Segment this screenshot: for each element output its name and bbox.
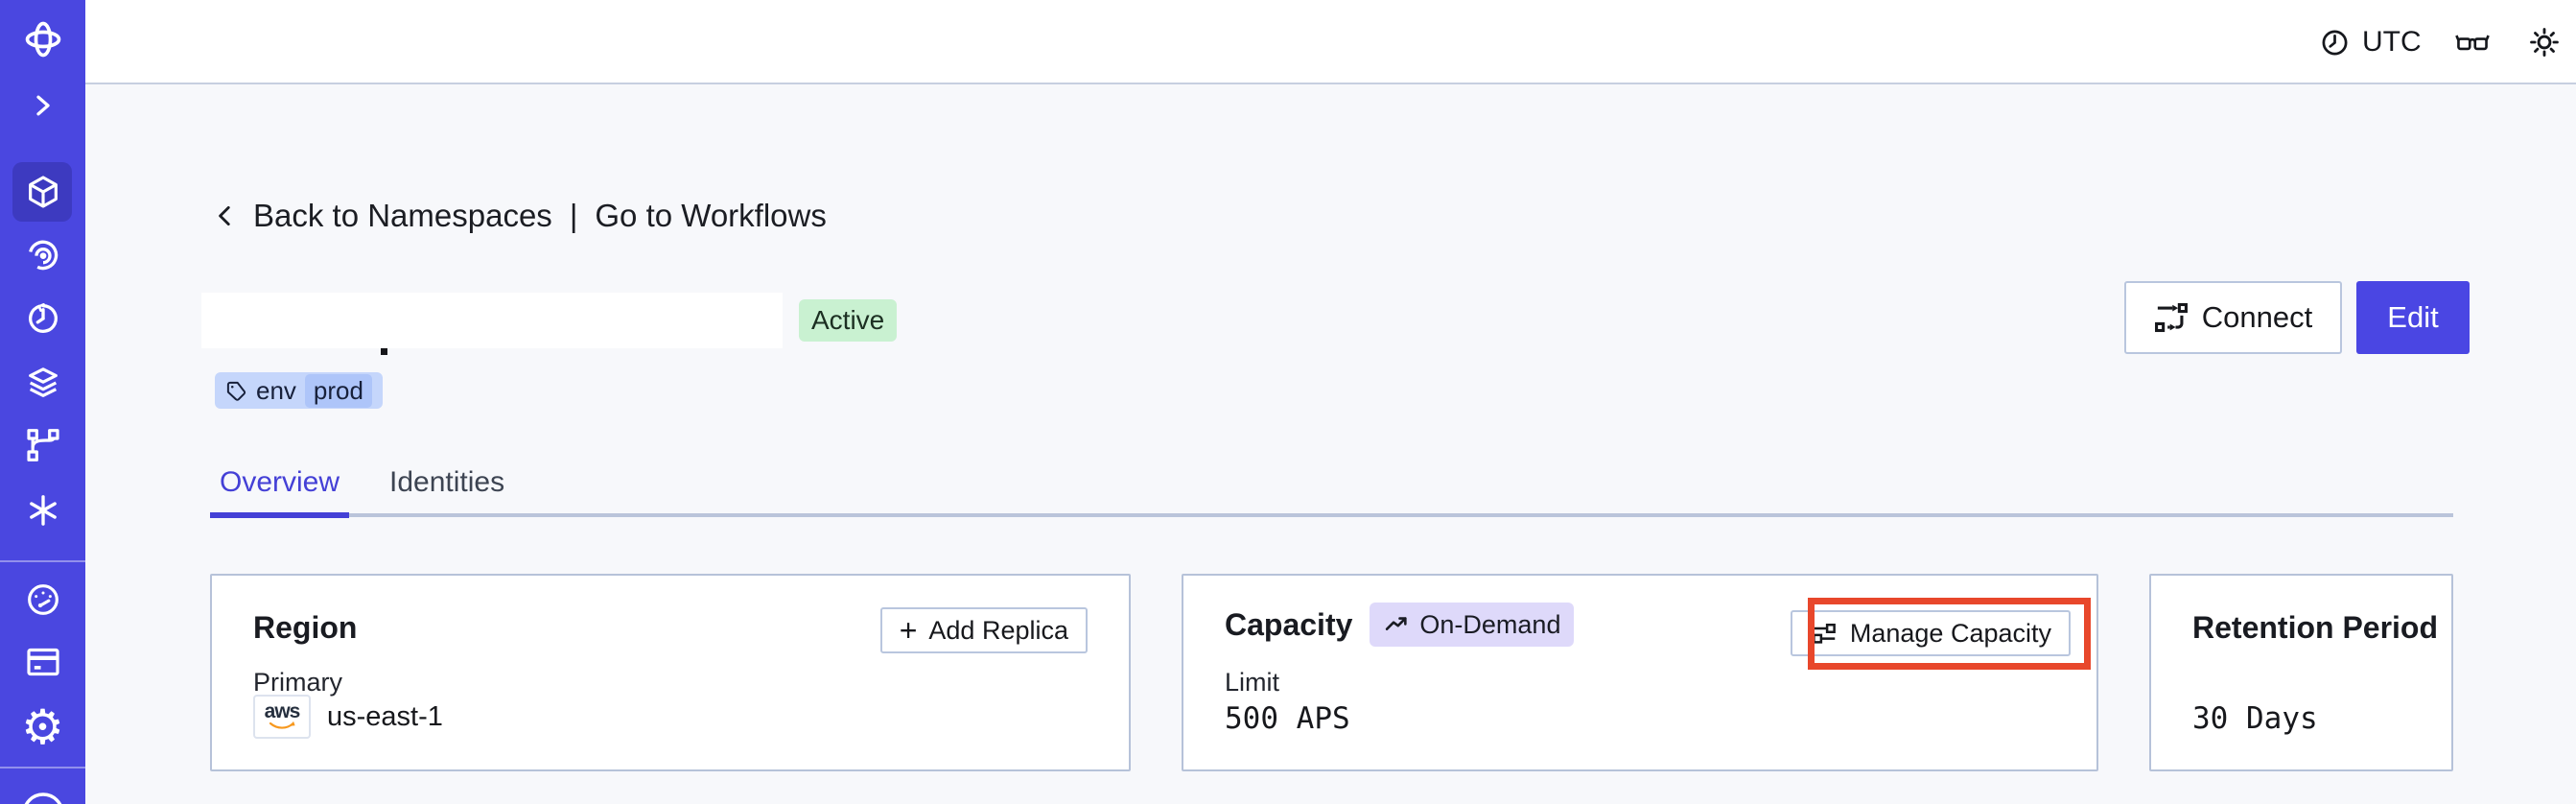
region-primary-label: Primary <box>253 668 342 697</box>
capacity-card-title: Capacity <box>1225 606 1353 642</box>
add-replica-button[interactable]: + Add Replica <box>879 607 1088 653</box>
trend-up-icon <box>1386 617 1408 630</box>
plus-icon: + <box>899 613 918 648</box>
aws-smile-icon <box>269 721 295 729</box>
sidebar-item-usage[interactable] <box>0 580 85 619</box>
manage-capacity-label: Manage Capacity <box>1849 618 2051 648</box>
status-badge: Active <box>799 299 898 342</box>
retention-card: Retention Period 30 Days <box>2149 574 2453 771</box>
retention-value: 30 Days <box>2192 701 2318 736</box>
edit-button-label: Edit <box>2387 300 2439 334</box>
manage-capacity-button[interactable]: Manage Capacity <box>1790 610 2071 656</box>
glasses-icon <box>2455 35 2490 51</box>
capacity-value: 500 APS <box>1225 701 1350 736</box>
namespace-tag[interactable]: env prod <box>215 372 383 409</box>
sidebar-item-branch[interactable] <box>0 426 85 464</box>
connect-flow-icon <box>2154 302 2188 333</box>
breadcrumb: Back to Namespaces | Go to Workflows <box>213 192 827 240</box>
sidebar-item-settings[interactable]: ⚙ <box>0 703 85 751</box>
on-demand-label: On-Demand <box>1419 609 1561 639</box>
gear-icon: ⚙ <box>21 699 64 755</box>
region-value-row: aws us-east-1 <box>253 695 443 739</box>
tab-overview[interactable]: Overview <box>210 461 350 518</box>
sidebar-item-namespaces[interactable] <box>0 173 85 211</box>
tag-key: env <box>256 375 296 405</box>
data-converter-button[interactable] <box>2449 19 2495 65</box>
sliders-icon <box>1813 624 1836 644</box>
sidebar-item-nexus[interactable] <box>0 235 85 273</box>
sun-icon <box>2530 28 2559 57</box>
clock-icon <box>2322 30 2348 55</box>
sidebar-item-layers[interactable] <box>0 364 85 402</box>
region-card: Region + Add Replica Primary aws us-east… <box>210 574 1131 771</box>
retention-card-title: Retention Period <box>2192 610 2439 645</box>
topbar: UTC <box>85 0 2576 84</box>
redaction-artifact <box>381 348 387 355</box>
timezone-label: UTC <box>2362 26 2422 58</box>
sidebar-divider <box>0 767 85 769</box>
back-chevron-icon[interactable] <box>213 200 238 232</box>
capacity-limit-label: Limit <box>1225 668 1280 697</box>
timezone-selector[interactable]: UTC <box>2320 21 2422 63</box>
sidebar: ⚙ <box>0 0 85 804</box>
sidebar-expand-button[interactable] <box>0 89 85 122</box>
region-value: us-east-1 <box>327 700 443 732</box>
tab-bar: Overview Identities <box>210 461 2453 518</box>
sidebar-item-schedules[interactable] <box>0 299 85 338</box>
tab-identities[interactable]: Identities <box>389 466 505 498</box>
temporal-logo[interactable] <box>0 18 85 60</box>
capacity-card: Capacity On-Demand Manage Capacity <box>1182 574 2098 771</box>
breadcrumb-workflows-link[interactable]: Go to Workflows <box>595 198 827 233</box>
breadcrumb-divider: | <box>569 198 578 233</box>
connect-button[interactable]: Connect <box>2124 281 2342 354</box>
capacity-title-row: Capacity On-Demand <box>1225 603 1575 647</box>
region-card-title: Region <box>253 610 358 645</box>
namespace-title-redacted <box>201 293 783 348</box>
sidebar-item-support[interactable] <box>0 789 85 804</box>
on-demand-badge: On-Demand <box>1370 603 1575 647</box>
aws-logo: aws <box>253 695 311 739</box>
add-replica-label: Add Replica <box>928 615 1068 645</box>
sidebar-divider <box>0 560 85 562</box>
breadcrumb-back-link[interactable]: Back to Namespaces <box>253 198 552 233</box>
theme-toggle-button[interactable] <box>2521 19 2567 65</box>
aws-logo-text: aws <box>264 700 301 722</box>
sidebar-item-asterisk[interactable] <box>0 491 85 530</box>
tag-icon <box>226 381 246 401</box>
tag-value: prod <box>304 373 372 408</box>
sidebar-item-billing[interactable] <box>0 643 85 681</box>
connect-button-label: Connect <box>2201 300 2313 334</box>
edit-button[interactable]: Edit <box>2356 281 2470 354</box>
